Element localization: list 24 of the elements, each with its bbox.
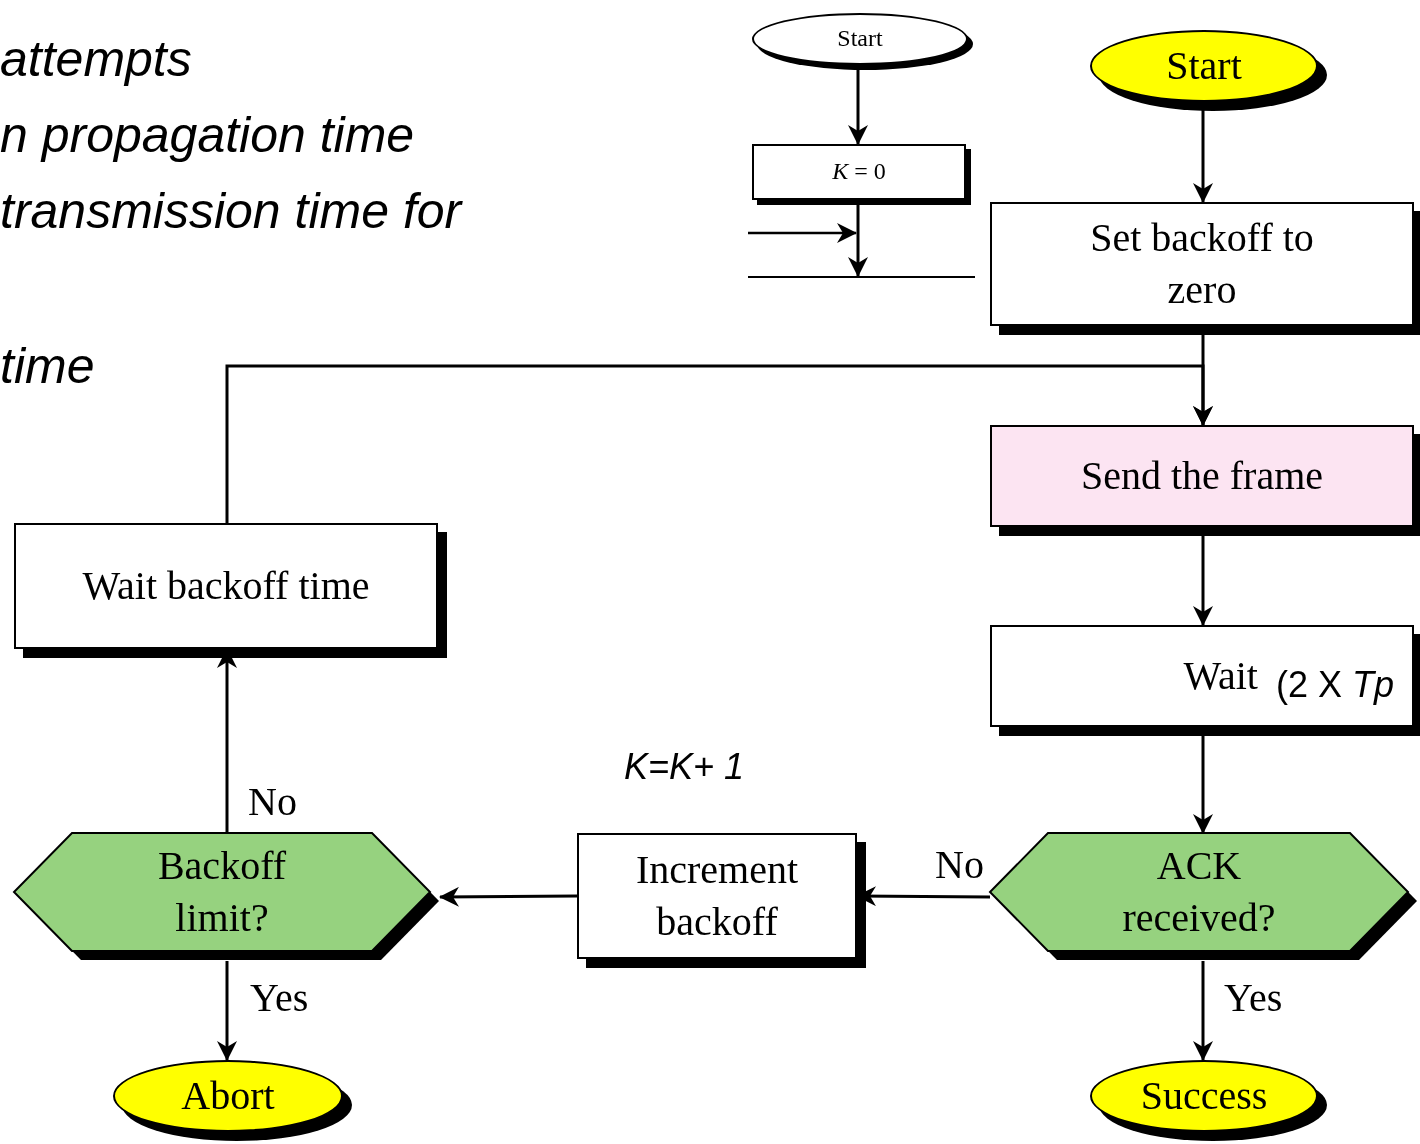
arrow xyxy=(217,961,237,1061)
arrow xyxy=(1193,961,1213,1061)
node-label: Wait backoff time xyxy=(82,562,370,610)
decision-hexagon xyxy=(14,833,440,961)
node-label: Increment backoff xyxy=(634,846,800,946)
node-label: Success xyxy=(1140,1072,1268,1120)
arrow xyxy=(439,886,577,907)
node-label: (2 X Tp xyxy=(1275,662,1394,707)
node-label: Start xyxy=(837,24,883,54)
note-text: time xyxy=(0,337,95,395)
node-label: Set backoff to zero xyxy=(1089,214,1315,314)
note-text: attempts xyxy=(0,30,192,88)
decision-hexagon xyxy=(990,833,1418,961)
note-text: transmission time for xyxy=(0,182,462,240)
note-text: n propagation time xyxy=(0,106,415,164)
arrow xyxy=(225,364,1213,523)
node-label: K = 0 xyxy=(832,157,886,187)
node-label: ACK received? xyxy=(1121,842,1277,942)
node-label: Send the frame xyxy=(1080,452,1324,500)
node-label: Abort xyxy=(181,1072,275,1120)
node-label: Start xyxy=(1166,42,1242,90)
note-text: K=K+ 1 xyxy=(624,746,745,788)
node-label: Wait xyxy=(1183,652,1258,700)
node-label: Backoff limit? xyxy=(156,842,288,942)
